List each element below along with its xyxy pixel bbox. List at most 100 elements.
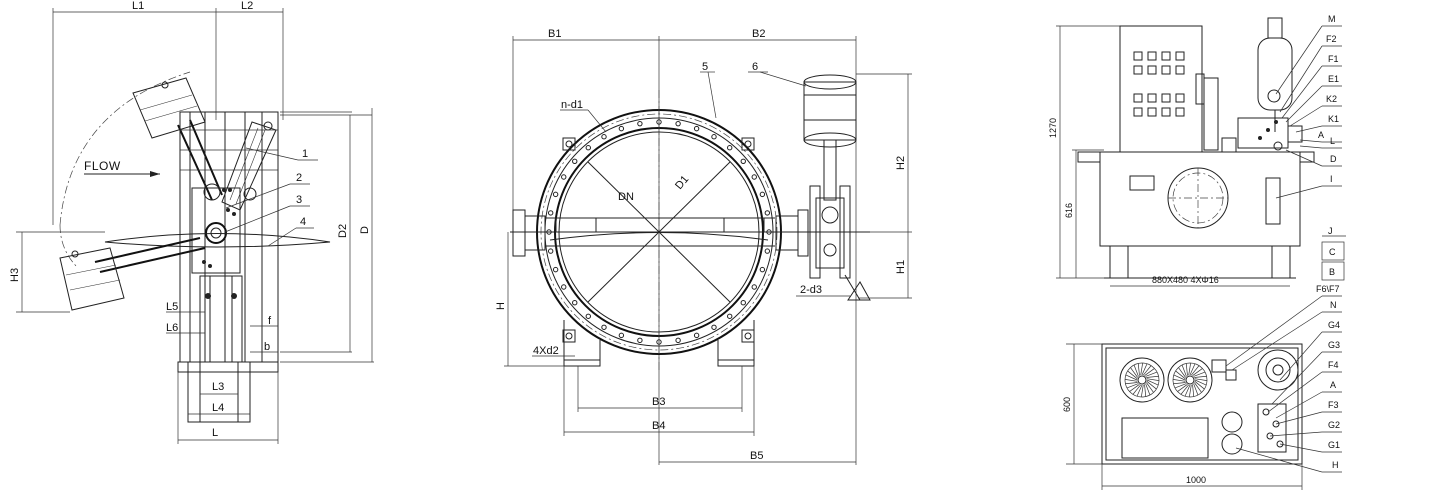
fan-blade [1132, 384, 1141, 395]
bolt-hole [693, 125, 700, 132]
label-top-5: K1 [1328, 114, 1339, 124]
callout-4: 4 [300, 216, 306, 228]
label-bottom-9: H [1332, 460, 1339, 470]
fan-blade [1189, 384, 1192, 398]
side-view: L1 L2 FLOW [9, 0, 374, 444]
control-button [1133, 65, 1143, 75]
fan-blade [1133, 364, 1139, 377]
control-button [1147, 65, 1157, 75]
dim-600: 600 [1062, 397, 1072, 412]
bolt-hole [740, 300, 746, 306]
dim-h3: H3 [9, 268, 21, 282]
fan-blade [1194, 379, 1207, 386]
bolt-hole [561, 174, 567, 180]
bolt-hole [740, 158, 746, 164]
label-bottom-7: G2 [1328, 420, 1340, 430]
bolt-hole [656, 339, 662, 345]
bolt-hole [561, 284, 567, 290]
callout-2: 2 [296, 172, 302, 184]
fan-blade [1180, 384, 1189, 395]
leader-line [1279, 331, 1323, 381]
dim-b1: B1 [548, 28, 561, 40]
control-button [1147, 93, 1157, 103]
bolt-hole [759, 191, 766, 198]
leader-line [1267, 371, 1323, 413]
dim-d2: D2 [337, 224, 349, 238]
leader-line [1279, 443, 1323, 453]
dim-f: f [268, 315, 272, 327]
bolt-hole [547, 248, 554, 254]
dim-l3: L3 [212, 381, 224, 393]
label-top-1: F2 [1326, 34, 1337, 44]
fan-blade [1177, 384, 1188, 392]
dim-l4: L4 [212, 402, 224, 414]
fan-blade [1192, 368, 1203, 376]
fan-blade [1144, 384, 1147, 397]
fan-blade [1185, 363, 1188, 376]
leader-line [1281, 65, 1323, 119]
bolt-hole [585, 145, 591, 151]
dim-b5: B5 [750, 450, 763, 462]
bolt-hole [751, 284, 757, 290]
fan-blade [1184, 384, 1191, 397]
dim-b: b [264, 341, 270, 353]
label-bottom-8: G1 [1328, 440, 1340, 450]
leader-line [1275, 185, 1323, 199]
fan-blade [1174, 383, 1187, 389]
bolt-hole [572, 158, 578, 164]
fan-blade [1146, 375, 1159, 378]
label-bottom-3: G3 [1328, 340, 1340, 350]
dim-b2: B2 [752, 28, 765, 40]
dim-l1: L1 [132, 0, 144, 12]
control-button [1175, 107, 1185, 117]
bolt-hole [572, 300, 578, 306]
control-button [1147, 107, 1157, 117]
control-button [1133, 107, 1143, 117]
bolt-hole [637, 120, 643, 127]
fan-blade [1191, 365, 1200, 376]
fan-blade [1146, 381, 1157, 390]
control-buttons [1133, 51, 1185, 117]
bolt-hole [764, 248, 771, 254]
control-button [1161, 65, 1171, 75]
bolt-hole [727, 145, 733, 151]
fan-blade [1144, 368, 1155, 376]
fan-blade [1194, 381, 1205, 390]
control-button [1147, 51, 1157, 61]
fan-housing [1167, 357, 1213, 403]
label-bottom-0: F6\F7 [1316, 284, 1340, 294]
fan-blade [1172, 379, 1186, 382]
fan-blade [1146, 378, 1160, 381]
fan-blade [1178, 367, 1186, 378]
fan-blade [1125, 374, 1138, 381]
fan-housing [1119, 357, 1165, 403]
front-view: B1 B2 [495, 28, 912, 465]
fan-hub [1137, 375, 1147, 385]
dim-2d3: 2-d3 [800, 284, 822, 296]
bolt-hole [693, 332, 700, 339]
fan-blade [1130, 367, 1138, 378]
fan-blade [1194, 382, 1202, 393]
label-top-6: A [1318, 130, 1324, 140]
label-top-3: E1 [1328, 74, 1339, 84]
dim-l6: L6 [166, 322, 178, 334]
label-bottom-6: F3 [1328, 400, 1339, 410]
fan-blade [1145, 383, 1151, 396]
bolt-hole [711, 324, 717, 330]
fan-blade [1137, 363, 1140, 376]
dim-l2: L2 [241, 0, 253, 12]
dim-d: D [359, 226, 371, 234]
control-button [1175, 51, 1185, 61]
fan-ring [1124, 362, 1160, 398]
label-top-0: M [1328, 14, 1336, 24]
flow-label: FLOW [84, 159, 121, 173]
control-button [1175, 93, 1185, 103]
leader-line [1285, 85, 1323, 123]
leader-line [1269, 431, 1323, 437]
bolt-hole [552, 266, 559, 273]
control-button [1175, 65, 1185, 75]
dim-b4: B4 [652, 420, 665, 432]
dim-4xd2: 4Xd2 [533, 345, 559, 357]
